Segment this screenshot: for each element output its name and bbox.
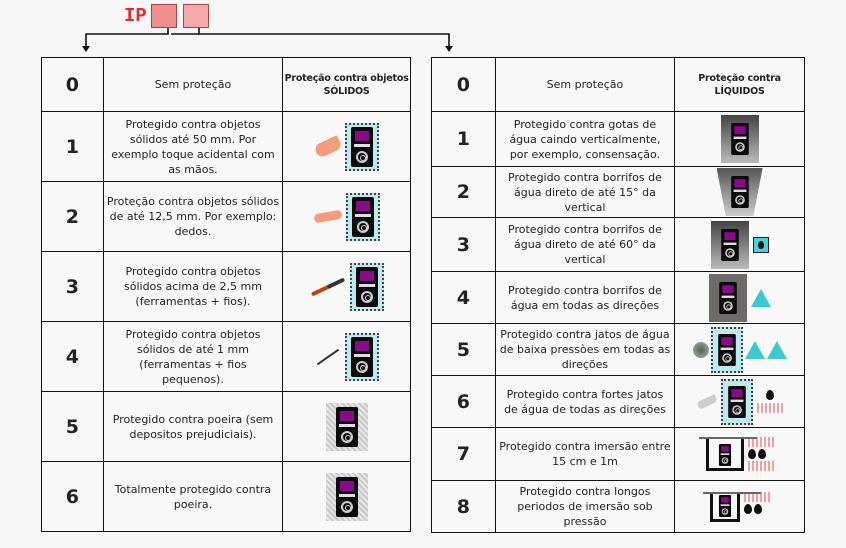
table-row: 6 Protegido contra fortes jatos de água … bbox=[431, 375, 805, 428]
column-title: Proteção contra objetos SÓLIDOS bbox=[282, 57, 411, 112]
table-header-row: 0 Sem proteção Proteção contra objetos S… bbox=[41, 57, 411, 112]
first-digit-box bbox=[150, 4, 177, 28]
code-cell: 6 bbox=[431, 375, 496, 428]
icon-cell bbox=[674, 271, 805, 324]
icon-cell bbox=[282, 321, 411, 392]
table-row: 6 Totalmente protegido contra poeira. bbox=[41, 461, 411, 532]
icon-cell bbox=[282, 461, 411, 532]
icon-cell bbox=[674, 323, 805, 376]
description-cell: Protegido contra fortes jatos de água de… bbox=[494, 375, 676, 428]
code-cell: 5 bbox=[431, 323, 496, 376]
description-cell: Protegido contra borrifos de água direto… bbox=[494, 217, 676, 272]
icon-cell bbox=[674, 375, 805, 428]
description-cell: Protegido contra borrifos de água em tod… bbox=[494, 271, 676, 324]
table-row: 4 Protegido contra objetos sólidos de at… bbox=[41, 321, 411, 392]
code-cell: 2 bbox=[431, 166, 496, 218]
description-cell: Protegido contra gotas de água caindo ve… bbox=[494, 111, 676, 167]
description-cell: Protegido contra imersão entre 15 cm e 1… bbox=[494, 427, 676, 481]
table-row: 3 Protegido contra borrifos de água dire… bbox=[431, 217, 805, 272]
code-cell: 0 bbox=[431, 57, 496, 112]
table-row: 1 Protegido contra objetos sólidos até 5… bbox=[41, 111, 411, 182]
vertical-drip-device-icon bbox=[720, 115, 759, 163]
icon-cell bbox=[674, 427, 805, 481]
splash-device-icon bbox=[708, 273, 771, 322]
table-row: 8 Protegido contra longos periodos de im… bbox=[431, 480, 805, 533]
strong-jet-device-icon bbox=[695, 378, 783, 425]
description-cell: Protegido contra jatos de água de baixa … bbox=[494, 323, 676, 376]
screwdriver-device-icon bbox=[310, 262, 384, 311]
code-cell: 1 bbox=[41, 111, 104, 182]
hand-device-icon bbox=[312, 122, 379, 171]
code-cell: 3 bbox=[431, 217, 496, 272]
icon-cell bbox=[674, 217, 805, 272]
column-title: Proteção contra LÍQUIDOS bbox=[674, 57, 805, 112]
code-cell: 0 bbox=[41, 57, 104, 112]
dust-tight-device-icon bbox=[325, 472, 368, 521]
immersion-device-icon bbox=[698, 437, 774, 471]
code-cell: 4 bbox=[431, 271, 496, 324]
description-cell: Protegido contra objetos sólidos acima d… bbox=[102, 251, 284, 322]
description-cell: Sem proteção bbox=[102, 57, 284, 112]
code-cell: 5 bbox=[41, 391, 104, 462]
icon-cell bbox=[282, 111, 411, 182]
table-row: 4 Protegido contra borrifos de água em t… bbox=[431, 271, 805, 324]
spray-device-icon bbox=[710, 220, 769, 269]
table-row: 1 Protegido contra gotas de água caindo … bbox=[431, 111, 805, 167]
description-cell: Protegido contra poeira (sem depositos p… bbox=[102, 391, 284, 462]
table-row: 2 Protegido contra borrifos de água dire… bbox=[431, 166, 805, 218]
icon-cell bbox=[674, 480, 805, 533]
description-cell: Protegido contra objetos sólidos até 50 … bbox=[102, 111, 284, 182]
wire-device-icon bbox=[315, 332, 379, 381]
icon-cell bbox=[674, 166, 805, 218]
code-cell: 6 bbox=[41, 461, 104, 532]
icon-cell bbox=[282, 181, 411, 252]
liquids-protection-table: 0 Sem proteção Proteção contra LÍQUIDOS … bbox=[431, 57, 805, 533]
code-cell: 4 bbox=[41, 321, 104, 392]
submersion-device-icon bbox=[702, 491, 770, 522]
description-cell: Protegido contra longos periodos de imer… bbox=[494, 480, 676, 533]
code-cell: 1 bbox=[431, 111, 496, 167]
icon-cell bbox=[282, 391, 411, 462]
dust-device-icon bbox=[325, 402, 368, 451]
table-header-row: 0 Sem proteção Proteção contra LÍQUIDOS bbox=[431, 57, 805, 112]
description-cell: Protegido contra borrifos de água direto… bbox=[494, 166, 676, 218]
ip-label: IP bbox=[124, 5, 147, 27]
description-cell: Proteção contra objetos sólidos de até 1… bbox=[102, 181, 284, 252]
code-cell: 2 bbox=[41, 181, 104, 252]
icon-cell bbox=[282, 251, 411, 322]
table-row: 7 Protegido contra imersão entre 15 cm e… bbox=[431, 427, 805, 481]
table-row: 5 Protegido contra jatos de água de baix… bbox=[431, 323, 805, 376]
low-pressure-jet-device-icon bbox=[692, 326, 787, 373]
icon-cell bbox=[674, 111, 805, 167]
solids-protection-table: 0 Sem proteção Proteção contra objetos S… bbox=[41, 57, 411, 532]
finger-device-icon bbox=[313, 192, 380, 241]
table-row: 2 Proteção contra objetos sólidos de até… bbox=[41, 181, 411, 252]
table-row: 5 Protegido contra poeira (sem depositos… bbox=[41, 391, 411, 462]
code-cell: 3 bbox=[41, 251, 104, 322]
code-cell: 7 bbox=[431, 427, 496, 481]
second-digit-box bbox=[182, 4, 209, 28]
description-cell: Sem proteção bbox=[494, 57, 676, 112]
code-cell: 8 bbox=[431, 480, 496, 533]
description-cell: Protegido contra objetos sólidos de até … bbox=[102, 321, 284, 392]
ip-code-header: IP bbox=[124, 4, 215, 28]
tilted-drip-device-icon bbox=[716, 168, 763, 216]
description-cell: Totalmente protegido contra poeira. bbox=[102, 461, 284, 532]
table-row: 3 Protegido contra objetos sólidos acima… bbox=[41, 251, 411, 322]
